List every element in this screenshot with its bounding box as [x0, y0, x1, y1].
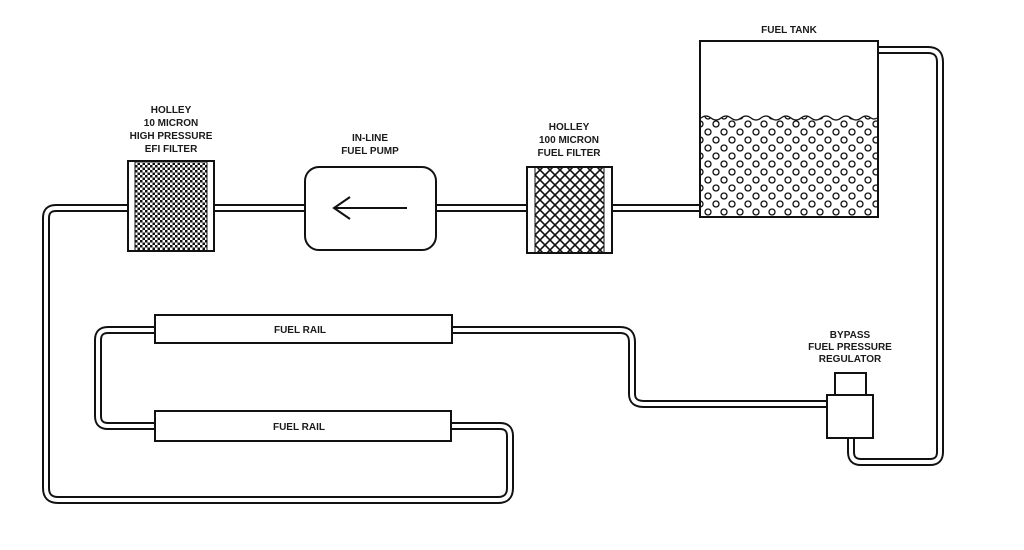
pump-label-line1: IN-LINE	[352, 133, 388, 144]
fuel-rail-top-label: FUEL RAIL	[274, 325, 326, 336]
pipe-filter10-to-bottom-rail	[42, 204, 514, 504]
pump-label-line2: FUEL PUMP	[341, 146, 399, 157]
fuel-rail-bottom: FUEL RAIL	[154, 410, 452, 442]
bypass-regulator: BYPASS FUEL PRESSURE REGULATOR	[808, 330, 892, 439]
pipe-rail-to-regulator	[452, 326, 827, 408]
fuel-pump: IN-LINE FUEL PUMP	[304, 133, 437, 251]
regulator-body	[826, 394, 874, 439]
filter-10-label-line1: HOLLEY	[151, 105, 192, 116]
filter-100-label-line3: FUEL FILTER	[538, 148, 602, 159]
filter-100-label-line1: HOLLEY	[549, 122, 590, 133]
regulator-label-line2: FUEL PRESSURE	[808, 342, 892, 353]
pipe-rail-crossover	[94, 326, 155, 430]
fuel-rail-top: FUEL RAIL	[154, 314, 453, 344]
fuel-lines	[42, 46, 944, 504]
filter-10-micron: HOLLEY 10 MICRON HIGH PRESSURE EFI FILTE…	[127, 105, 215, 252]
fuel-tank-label: FUEL TANK	[761, 25, 818, 36]
regulator-label-line3: REGULATOR	[819, 354, 882, 365]
regulator-label-line1: BYPASS	[830, 330, 871, 341]
arrow-left-icon	[332, 196, 351, 220]
filter-10-label-line4: EFI FILTER	[145, 144, 198, 155]
fuel-tank: FUEL TANK	[699, 25, 879, 218]
filter-10-label-line3: HIGH PRESSURE	[130, 131, 213, 142]
fuel-rail-bottom-label: FUEL RAIL	[273, 422, 325, 433]
fuel-level	[701, 116, 877, 216]
pipe-regulator-return-to-tank	[847, 46, 944, 466]
regulator-cap	[834, 372, 867, 396]
filter-100-micron: HOLLEY 100 MICRON FUEL FILTER	[526, 122, 613, 254]
filter-100-label-line2: 100 MICRON	[539, 135, 599, 146]
filter-10-label-line2: 10 MICRON	[144, 118, 198, 129]
